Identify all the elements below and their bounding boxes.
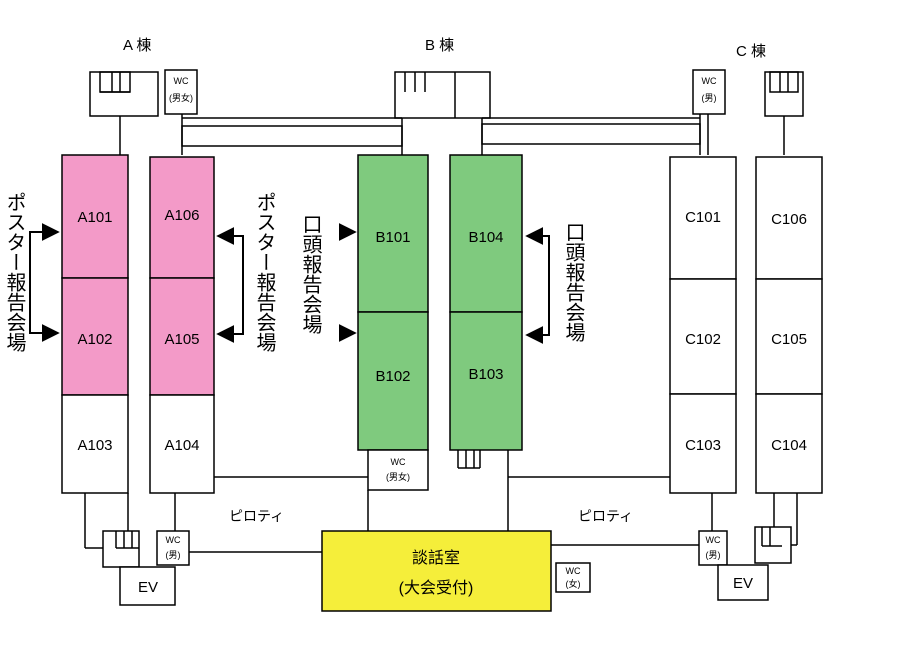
wc-c-bottom-label: WC: [706, 535, 721, 545]
label-C101: C101: [685, 209, 721, 226]
label-A103: A103: [77, 437, 112, 454]
building-a-label: A 棟: [123, 37, 151, 54]
room-A102[interactable]: [61, 277, 129, 396]
oral-venue-left: 口頭報告会場: [299, 214, 322, 334]
ev-a: [119, 566, 176, 606]
label-C104: C104: [771, 437, 807, 454]
room-C102[interactable]: [669, 278, 737, 395]
room-B104[interactable]: [449, 154, 523, 313]
wc-a-top: [164, 69, 198, 115]
label-B104: B104: [468, 229, 503, 246]
wc-c-top: [692, 69, 726, 115]
bridge-a-b: [181, 125, 403, 147]
poster-venue-right: ポスター報告会場: [253, 192, 276, 352]
label-A104: A104: [164, 437, 199, 454]
label-C102: C102: [685, 331, 721, 348]
room-B102[interactable]: [357, 311, 429, 451]
wc-a-bottom-label: WC: [166, 535, 181, 545]
room-A101[interactable]: [61, 154, 129, 279]
wc-lounge: [555, 562, 591, 593]
label-C103: C103: [685, 437, 721, 454]
wc-a-bottom: [156, 530, 190, 566]
wc-lounge-label: WC: [566, 566, 581, 576]
room-A103[interactable]: [61, 394, 129, 494]
wc-a-top-type: (男女): [169, 92, 193, 103]
room-C103[interactable]: [669, 393, 737, 494]
wc-a-bottom-type: (男): [166, 550, 181, 560]
label-B101: B101: [375, 229, 410, 246]
pilotis-right: ピロティ: [578, 508, 633, 524]
ev-c: [717, 564, 769, 601]
wc-b-label: WC: [391, 457, 406, 467]
building-c-label: C 棟: [736, 43, 766, 60]
wc-lounge-type: (女): [566, 578, 581, 589]
room-C104[interactable]: [755, 393, 823, 494]
room-B101[interactable]: [357, 154, 429, 313]
pilotis-left: ピロティ: [229, 508, 284, 524]
ev-c-label: EV: [733, 575, 753, 592]
oral-venue-right: 口頭報告会場: [562, 222, 585, 342]
label-B103: B103: [468, 366, 503, 383]
label-B102: B102: [375, 368, 410, 385]
stairs-a-bottom: [102, 530, 140, 568]
label-A102: A102: [77, 331, 112, 348]
wc-a-top-label: WC: [174, 76, 189, 86]
stairs-a-top-inner: [99, 71, 131, 93]
bridge-b-c: [481, 123, 701, 145]
room-C106[interactable]: [755, 156, 823, 280]
lounge-note: (大会受付): [399, 579, 474, 597]
wc-c-bottom-type: (男): [706, 550, 721, 560]
label-A105: A105: [164, 331, 199, 348]
room-B103[interactable]: [449, 311, 523, 451]
room-A106[interactable]: [149, 156, 215, 279]
building-b-label: B 棟: [425, 37, 454, 54]
wc-c-top-type: (男): [702, 93, 717, 103]
wc-c-top-label: WC: [702, 76, 717, 86]
lounge-name: 談話室: [412, 549, 460, 567]
room-A104[interactable]: [149, 394, 215, 494]
stairs-c-bottom: [754, 526, 792, 564]
label-A101: A101: [77, 209, 112, 226]
wc-b-type: (男女): [386, 471, 410, 482]
room-C105[interactable]: [755, 278, 823, 395]
label-C105: C105: [771, 331, 807, 348]
ev-a-label: EV: [138, 579, 158, 596]
lounge[interactable]: [321, 530, 552, 612]
poster-venue-left: ポスター報告会場: [3, 192, 26, 352]
label-C106: C106: [771, 211, 807, 228]
wc-c-bottom: [698, 530, 728, 566]
wc-b: [367, 449, 429, 491]
room-C101[interactable]: [669, 156, 737, 280]
label-A106: A106: [164, 207, 199, 224]
stairs-b-top: [394, 71, 491, 119]
